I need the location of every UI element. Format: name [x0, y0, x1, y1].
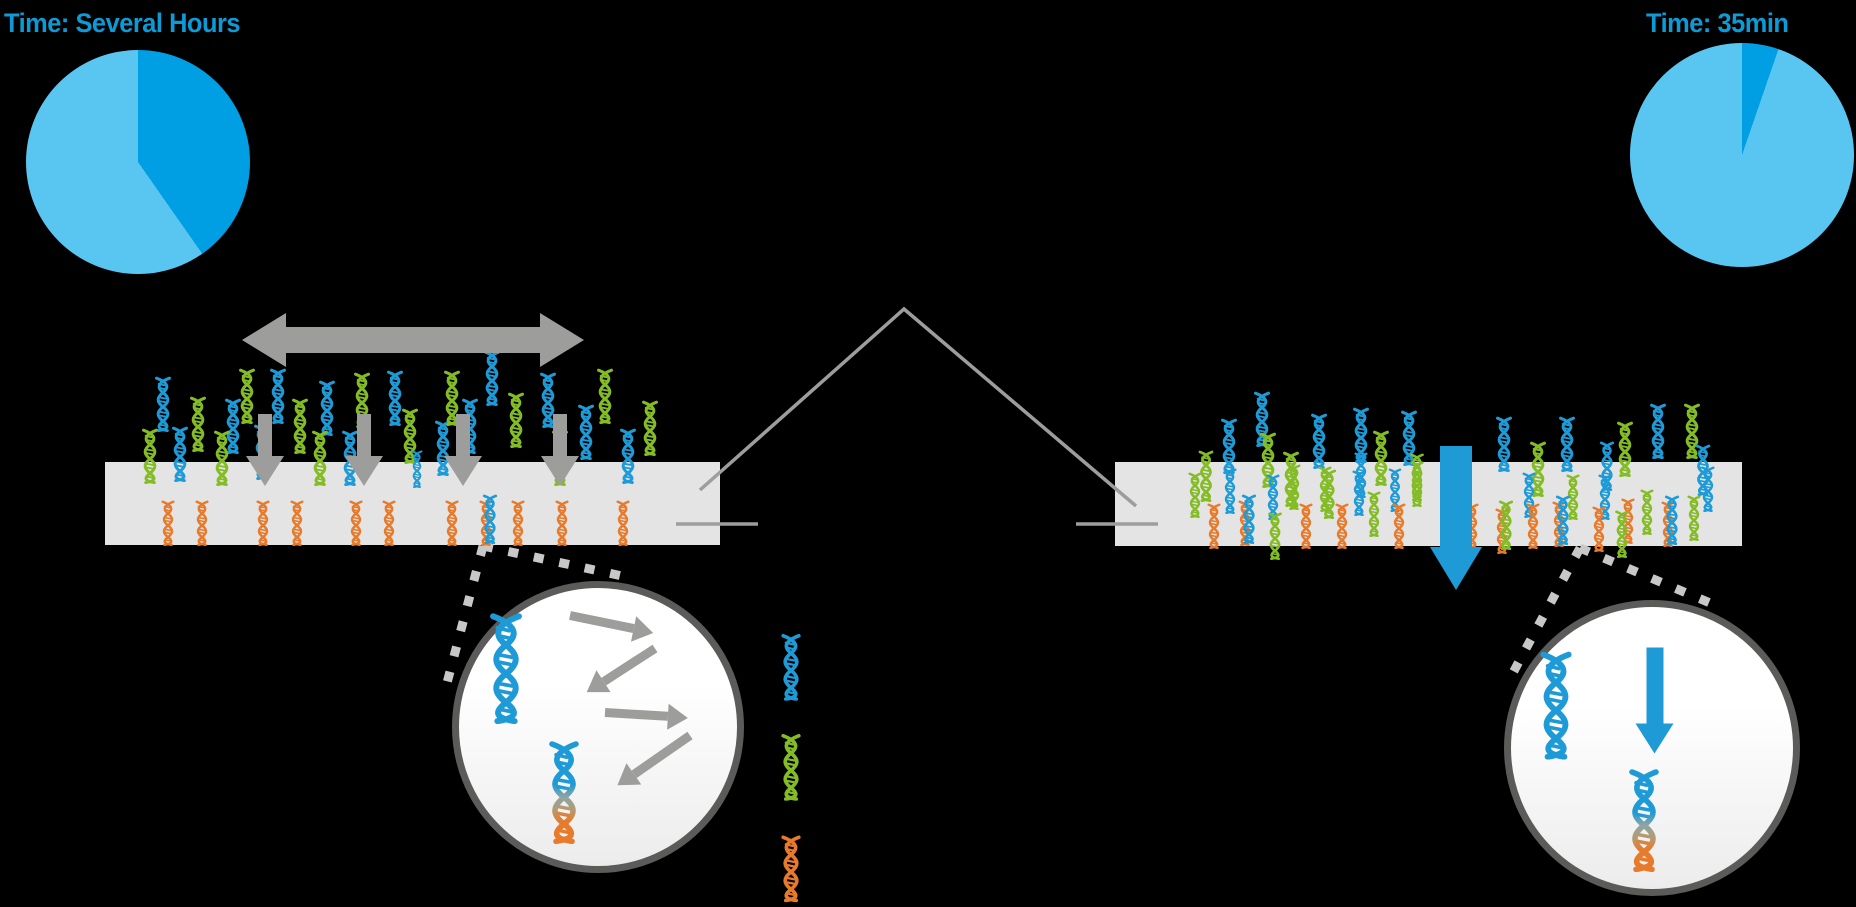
dna-helix-icon — [1535, 650, 1577, 760]
dna-helix-icon — [549, 500, 575, 546]
hybridized-dna-icon — [1624, 764, 1664, 876]
dna-helix-icon — [1553, 416, 1581, 472]
dna-helix-icon — [284, 500, 310, 546]
dna-helix-icon — [1305, 413, 1333, 469]
dna-helix-icon — [405, 450, 429, 488]
dna-helix-icon — [778, 830, 804, 907]
dna-helix-icon — [502, 392, 530, 448]
left-time-label: Time: Several Hours — [4, 8, 241, 38]
dna-helix-icon — [1329, 503, 1355, 549]
dna-helix-icon — [313, 380, 341, 436]
dna-helix-icon — [189, 500, 215, 546]
dna-helix-icon — [439, 500, 465, 546]
diffusion-down-arrow — [444, 414, 482, 486]
dna-helix-icon — [1611, 421, 1639, 477]
dna-helix-icon — [477, 494, 503, 544]
dna-helix-icon — [136, 428, 164, 484]
dna-helix-icon — [1263, 512, 1287, 560]
dna-helix-icon — [233, 368, 261, 424]
right-time-pie — [1630, 43, 1854, 267]
direct-binding-arrow — [1636, 647, 1674, 753]
dna-helix-icon — [1610, 510, 1634, 558]
mixing-double-arrow — [242, 313, 584, 367]
dna-helix-icon — [250, 500, 276, 546]
dna-helix-icon — [155, 500, 181, 546]
dna-helix-icon — [505, 500, 531, 546]
dna-helix-icon — [1695, 466, 1721, 512]
dna-helix-icon — [778, 731, 804, 803]
dna-helix-icon — [1659, 495, 1685, 545]
dna-helix-icon — [1236, 494, 1262, 544]
dna-helix-icon — [1201, 503, 1227, 549]
dna-helix-icon — [591, 368, 619, 424]
dna-helix-icon — [1586, 506, 1612, 552]
right-magnifier-dash — [1578, 543, 1724, 613]
dna-helix-icon — [376, 500, 402, 546]
dna-helix-icon — [1644, 403, 1672, 459]
dna-helix-icon — [1293, 503, 1319, 549]
dna-helix-icon — [208, 430, 236, 486]
diffusion-down-arrow — [345, 414, 383, 486]
dna-helix-icon — [306, 430, 334, 486]
dna-helix-icon — [1493, 500, 1519, 550]
diffusion-down-arrow — [246, 414, 284, 486]
hybridized-dna-icon — [544, 736, 584, 848]
left-magnifier-dash — [482, 541, 628, 582]
dna-helix-icon — [1361, 491, 1387, 537]
dna-helix-icon — [778, 631, 804, 703]
dna-helix-icon — [1520, 503, 1546, 549]
direct-hybridization-arrow — [1430, 446, 1482, 590]
dna-helix-icon — [484, 612, 528, 724]
left-array-surface — [105, 462, 720, 545]
right-time-label: Time: 35min — [1646, 8, 1789, 38]
left-time-pie — [26, 50, 250, 274]
dna-helix-icon — [343, 500, 369, 546]
dna-helix-icon — [610, 500, 636, 546]
dna-helix-icon — [149, 376, 177, 432]
dna-helix-icon — [1490, 416, 1518, 472]
diffusion-down-arrow — [541, 414, 579, 486]
dna-helix-icon — [1404, 461, 1430, 507]
dna-helix-icon — [1386, 503, 1412, 549]
dna-helix-icon — [1550, 495, 1576, 545]
dna-helix-icon — [636, 400, 664, 456]
pointer-line-apex — [698, 306, 1138, 508]
dna-helix-icon — [166, 426, 194, 482]
